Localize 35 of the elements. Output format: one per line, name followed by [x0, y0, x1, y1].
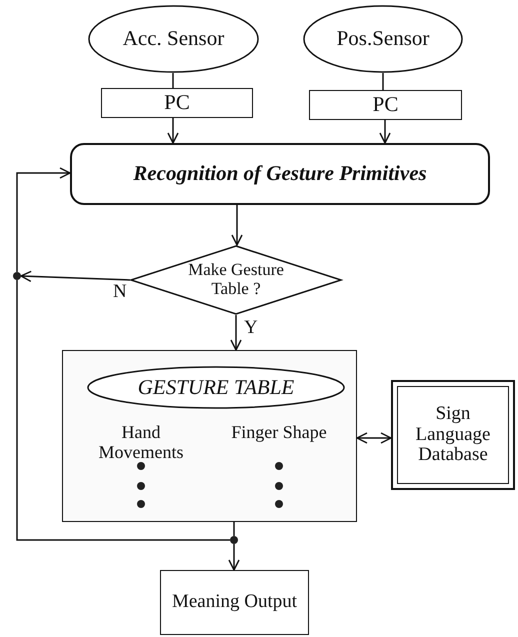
database-box — [391, 380, 515, 490]
table-title-ellipse — [87, 366, 345, 409]
process-box — [70, 143, 490, 205]
arrow — [228, 544, 240, 571]
node-label: PC — [372, 93, 400, 117]
arrow — [16, 167, 71, 272]
junction-dot — [13, 272, 21, 280]
arrow — [379, 120, 391, 144]
process-box — [309, 90, 462, 120]
arrow — [230, 315, 242, 351]
sensor-ellipse — [88, 5, 259, 73]
arrow — [356, 432, 392, 444]
column-heading: Finger Shape — [230, 423, 328, 443]
process-box — [101, 88, 253, 118]
decision-diamond — [130, 245, 342, 315]
node-label: Pos.Sensor — [336, 27, 430, 51]
node-label: Sign Language Database — [414, 404, 492, 466]
node-label: GESTURE TABLE — [138, 376, 294, 400]
table-panel — [62, 350, 357, 522]
junction-dot — [230, 536, 238, 544]
arrow — [167, 118, 179, 144]
node-label: PC — [163, 91, 191, 115]
node-label: Meaning Output — [170, 592, 298, 613]
connector-line — [172, 73, 174, 88]
node-label: Acc. Sensor — [122, 27, 226, 51]
arrow — [231, 205, 243, 246]
node-label: Make Gesture Table ? — [187, 261, 285, 299]
connector-line — [233, 522, 235, 536]
output-box — [160, 570, 309, 635]
arrow — [20, 270, 130, 282]
connector-line — [382, 73, 384, 90]
sensor-ellipse — [303, 5, 463, 73]
connector-line — [16, 280, 230, 541]
column-heading: Hand Movements — [98, 423, 184, 463]
node-label: Recognition of Gesture Primitives — [133, 162, 427, 186]
